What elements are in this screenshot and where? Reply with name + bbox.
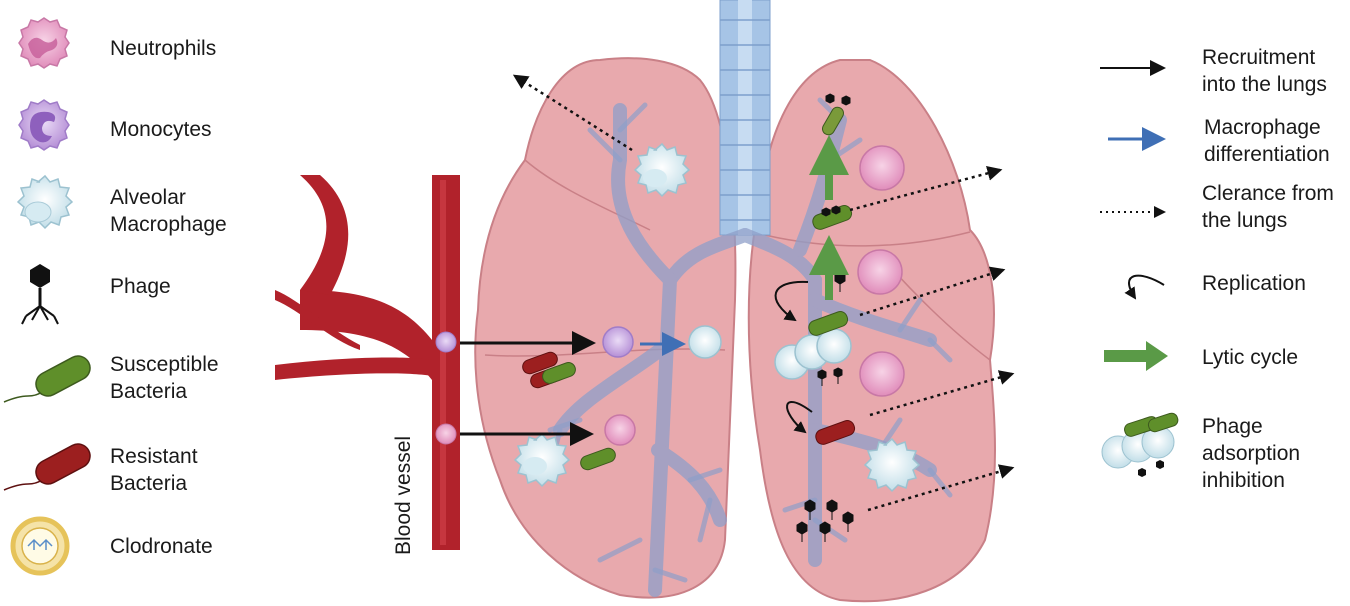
monocyte-icon bbox=[18, 99, 70, 151]
neutrophil-icon bbox=[18, 17, 70, 69]
susceptible-bacteria-group bbox=[542, 106, 853, 471]
legend-label-lytic-cycle: Lytic cycle bbox=[1202, 346, 1299, 369]
legend-label-phage: Phage bbox=[110, 275, 171, 298]
curved-arrow-icon bbox=[1124, 274, 1165, 300]
macrophage-cell bbox=[633, 142, 691, 198]
blood-vessel bbox=[275, 175, 460, 550]
legend-label-macrophage: Alveolar Macrophage bbox=[110, 186, 227, 236]
neutrophil-cell bbox=[604, 145, 905, 446]
legend-label-resistant-bacteria: Resistant Bacteria bbox=[110, 445, 198, 495]
phage-icon bbox=[21, 264, 59, 325]
legend-label-clearance: Clerance from the lungs bbox=[1202, 182, 1334, 232]
legend-label-neutrophils: Neutrophils bbox=[110, 37, 217, 60]
resistant-bacteria-icon bbox=[3, 443, 91, 491]
macrophage-cluster bbox=[774, 328, 852, 380]
airway-branches bbox=[547, 97, 953, 583]
susceptible-bacteria-icon bbox=[3, 355, 91, 403]
clodronate-icon bbox=[10, 516, 70, 576]
legend-label-adsorption-inhibition: Phage adsorption inhibition bbox=[1202, 415, 1301, 492]
legend-label-clodronate: Clodronate bbox=[110, 535, 213, 558]
replication-arrow bbox=[774, 280, 809, 322]
replication-arrow bbox=[786, 400, 813, 434]
green-arrow-icon bbox=[1104, 341, 1168, 371]
legend-label-susceptible-bacteria: Susceptible Bacteria bbox=[110, 353, 219, 403]
legend-label-replication: Replication bbox=[1202, 272, 1306, 295]
clearance-arrows bbox=[512, 74, 1015, 512]
legend-label-recruitment: Recruitment into the lungs bbox=[1202, 46, 1327, 96]
monocyte-cell bbox=[435, 326, 634, 445]
trachea bbox=[719, 0, 771, 236]
macrophage-icon bbox=[16, 174, 74, 230]
macrophage-cell bbox=[688, 325, 722, 359]
legend-label-differentiation: Macrophage differentiation bbox=[1204, 116, 1330, 166]
vessel-label: Blood vessel bbox=[392, 435, 415, 555]
macrophage-cell bbox=[513, 432, 571, 488]
legend-label-monocytes: Monocytes bbox=[110, 118, 212, 141]
phage-cluster bbox=[796, 93, 854, 542]
adsorption-inhibition-icon bbox=[1101, 412, 1179, 477]
right-lung bbox=[747, 59, 996, 603]
macrophage-cell bbox=[863, 437, 921, 493]
